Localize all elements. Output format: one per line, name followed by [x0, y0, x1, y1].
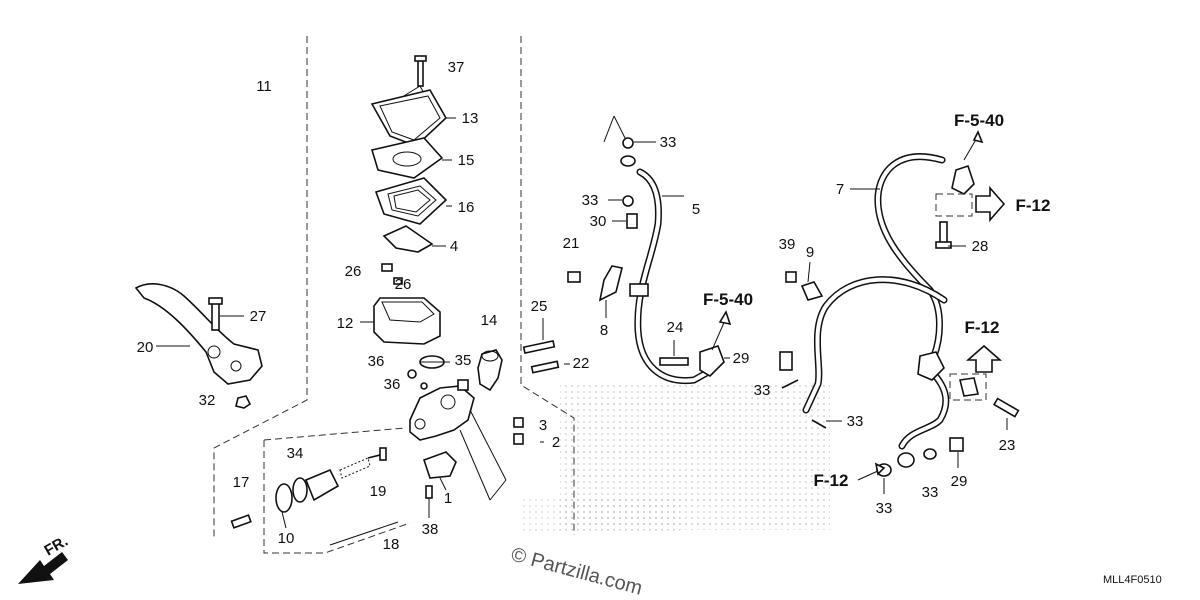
- reference-F-5-40: F-5-40: [954, 111, 1004, 130]
- callout-26: 26: [395, 276, 412, 293]
- callout-3: 3: [539, 417, 547, 434]
- reference-F-12: F-12: [814, 471, 849, 490]
- callout-20: 20: [137, 339, 154, 356]
- diaphragm-16: [374, 177, 452, 225]
- callout-5: 5: [692, 201, 700, 218]
- float-4: [382, 225, 446, 253]
- callout-33: 33: [876, 500, 893, 517]
- callout-18: 18: [383, 536, 400, 553]
- callout-21: 21: [563, 235, 580, 252]
- callout-12: 12: [337, 315, 354, 332]
- bolts-2-3: [513, 417, 524, 445]
- reservoir-cap-13: [370, 89, 456, 147]
- callout-32: 32: [199, 392, 216, 409]
- reservoir-12: [360, 297, 441, 345]
- master-cylinder-body: [409, 379, 507, 501]
- callout-16: 16: [458, 199, 475, 216]
- group-outlines: [213, 36, 575, 554]
- callout-25: 25: [531, 298, 548, 315]
- front-label: FR.: [42, 533, 71, 560]
- diagram-code: MLL4F0510: [1103, 574, 1162, 586]
- callout-14: 14: [481, 312, 498, 329]
- bolt-27: [208, 297, 244, 331]
- callout-37: 37: [448, 59, 465, 76]
- callout-24: 24: [667, 319, 684, 336]
- callout-11: 11: [256, 78, 272, 95]
- bolt-17: [230, 514, 252, 529]
- callout-33: 33: [922, 484, 939, 501]
- bolts-21-22-25-24: [522, 271, 689, 374]
- callout-30: 30: [590, 213, 607, 230]
- oring-35-36: [407, 355, 445, 390]
- callout-29: 29: [951, 473, 968, 490]
- callout-34: 34: [287, 445, 304, 462]
- reference-arrows: [711, 130, 1006, 481]
- callout-33: 33: [660, 134, 677, 151]
- callout-13: 13: [462, 110, 479, 127]
- callout-10: 10: [278, 530, 295, 547]
- callout-8: 8: [600, 322, 608, 339]
- callout-2: 2: [552, 434, 560, 451]
- callout-35: 35: [455, 352, 472, 369]
- callout-4: 4: [450, 238, 458, 255]
- switch-14: [477, 349, 503, 392]
- front-arrow-icon: [18, 552, 68, 584]
- callout-39: 39: [779, 236, 796, 253]
- plate-15: [370, 137, 452, 179]
- callout-17: 17: [233, 474, 250, 491]
- reference-F-5-40: F-5-40: [703, 290, 753, 309]
- reference-F-12: F-12: [965, 318, 1000, 337]
- callout-22: 22: [573, 355, 590, 372]
- callout-7: 7: [836, 181, 844, 198]
- leader-10: [281, 511, 287, 529]
- lever-20: [134, 283, 263, 385]
- switch-1: [422, 451, 457, 499]
- nut-32: [235, 395, 252, 409]
- watermark: © Partzilla.com: [509, 544, 645, 600]
- brake-hose-5: [603, 115, 725, 385]
- callout-1: 1: [444, 490, 452, 507]
- callout-33: 33: [847, 413, 864, 430]
- callout-27: 27: [250, 308, 267, 325]
- leader-lines: [420, 141, 1008, 494]
- callout-38: 38: [422, 521, 439, 538]
- callout-9: 9: [806, 244, 814, 261]
- background-stipple: [520, 385, 830, 535]
- piston-kit: [275, 447, 387, 513]
- callout-36: 36: [368, 353, 385, 370]
- reference-labels: F-5-40F-12F-5-40F-12F-12: [703, 111, 1051, 490]
- callout-28: 28: [972, 238, 989, 255]
- clamp-8: [598, 265, 623, 302]
- callout-33: 33: [582, 192, 599, 209]
- callout-15: 15: [458, 152, 475, 169]
- reference-F-12: F-12: [1016, 196, 1051, 215]
- callout-23: 23: [999, 437, 1016, 454]
- callout-29: 29: [733, 350, 750, 367]
- callout-26: 26: [345, 263, 362, 280]
- callout-36: 36: [384, 376, 401, 393]
- screws-26: [381, 263, 403, 285]
- callout-19: 19: [370, 483, 387, 500]
- brake-hose-7: [779, 153, 1020, 477]
- callout-33: 33: [754, 382, 771, 399]
- leader-18: [329, 521, 399, 546]
